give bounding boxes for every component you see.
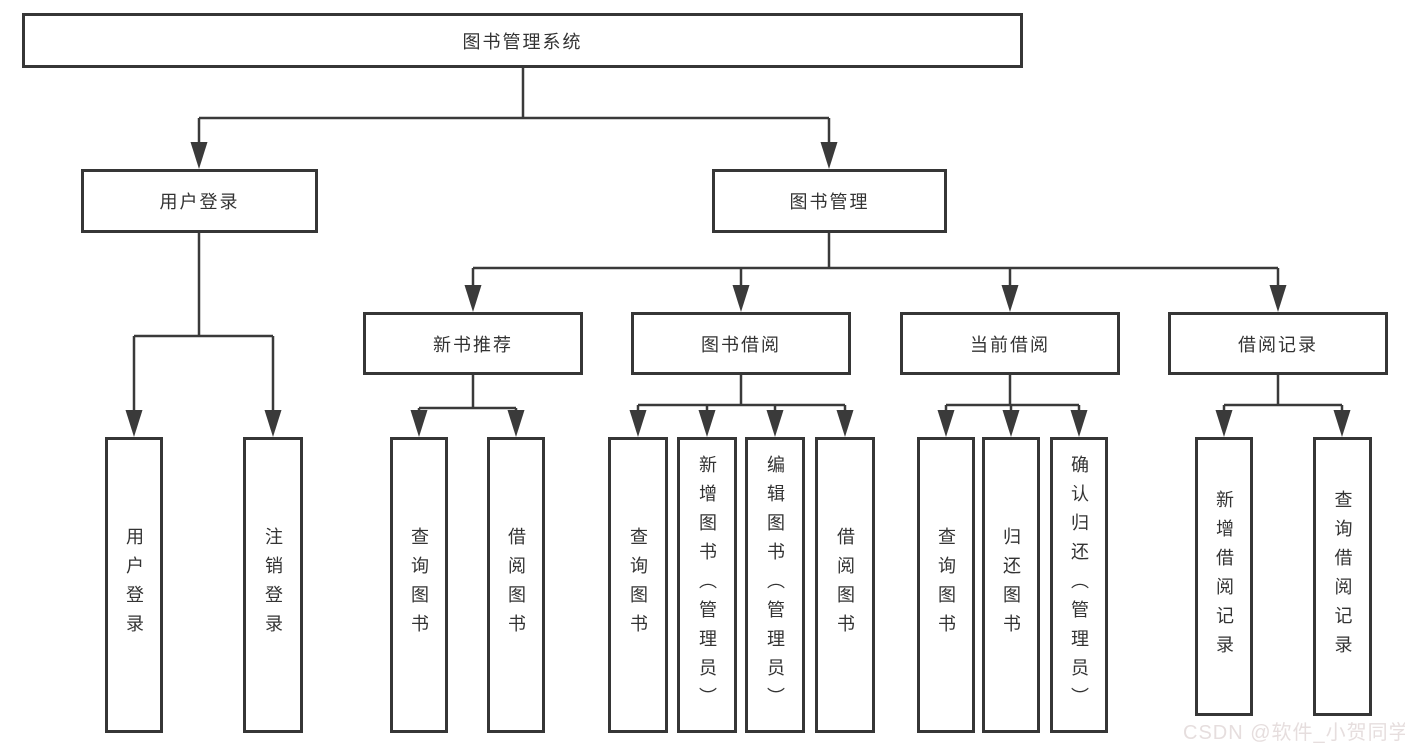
arrow-down-icon <box>1333 410 1351 437</box>
node-current-borrow: 当前借阅 <box>900 312 1120 375</box>
arrow-down-icon <box>629 410 647 437</box>
node-label: 查询图书 <box>628 527 648 643</box>
node-label: 查询图书 <box>936 527 956 643</box>
node-label: 图书管理系统 <box>462 31 583 52</box>
connector-book-management-branch <box>471 233 1280 286</box>
node-label: 借阅图书 <box>506 527 526 643</box>
arrow-down-icon <box>820 142 838 169</box>
arrow-down-icon <box>937 410 955 437</box>
arrow-down-icon <box>698 410 716 437</box>
arrow-down-icon <box>732 285 750 312</box>
arrow-down-icon <box>766 410 784 437</box>
node-label: 用户登录 <box>124 527 144 643</box>
leaf-edit-book-admin: 编辑图书（管理员） <box>745 437 805 733</box>
node-user-login: 用户登录 <box>81 169 318 233</box>
arrow-down-icon <box>464 285 482 312</box>
node-book-borrow: 图书借阅 <box>631 312 851 375</box>
leaf-query-books-current: 查询图书 <box>917 437 975 733</box>
node-label: 新增图书（管理员） <box>697 454 717 716</box>
leaf-user-login: 用户登录 <box>105 437 163 733</box>
leaf-borrow-books-recommend: 借阅图书 <box>487 437 545 733</box>
node-root: 图书管理系统 <box>22 13 1023 68</box>
node-label: 确认归还（管理员） <box>1069 454 1089 716</box>
leaf-query-books-borrow: 查询图书 <box>608 437 668 733</box>
arrow-down-icon <box>1002 410 1020 437</box>
node-new-book-recommend: 新书推荐 <box>363 312 583 375</box>
node-book-management: 图书管理 <box>712 169 947 233</box>
arrow-down-icon <box>1269 285 1287 312</box>
connector-root-to-level2 <box>197 68 831 143</box>
node-label: 注销登录 <box>263 527 283 643</box>
leaf-logout: 注销登录 <box>243 437 303 733</box>
connector-book-borrow-branch <box>636 375 847 411</box>
leaf-add-borrow-record: 新增借阅记录 <box>1195 437 1253 716</box>
arrow-down-icon <box>190 142 208 169</box>
node-label: 图书借阅 <box>701 334 781 355</box>
node-borrow-records: 借阅记录 <box>1168 312 1388 375</box>
node-label: 查询图书 <box>409 527 429 643</box>
node-label: 借阅图书 <box>835 527 855 643</box>
leaf-add-book-admin: 新增图书（管理员） <box>677 437 737 733</box>
arrow-down-icon <box>1215 410 1233 437</box>
leaf-confirm-return-admin: 确认归还（管理员） <box>1050 437 1108 733</box>
node-label: 新书推荐 <box>433 334 513 355</box>
leaf-return-books: 归还图书 <box>982 437 1040 733</box>
arrow-down-icon <box>1001 285 1019 312</box>
connector-user-login-branch <box>132 233 275 411</box>
leaf-borrow-books: 借阅图书 <box>815 437 875 733</box>
node-label: 借阅记录 <box>1238 334 1318 355</box>
csdn-watermark: CSDN @软件_小贺同学 <box>1183 722 1405 744</box>
arrow-down-icon <box>1070 410 1088 437</box>
leaf-query-books-recommend: 查询图书 <box>390 437 448 733</box>
node-label: 编辑图书（管理员） <box>765 454 785 716</box>
node-label: 当前借阅 <box>970 334 1050 355</box>
connector-new-book-branch <box>417 375 518 411</box>
arrow-down-icon <box>836 410 854 437</box>
arrow-down-icon <box>125 410 143 437</box>
leaf-query-borrow-record: 查询借阅记录 <box>1313 437 1372 716</box>
connector-current-borrow-branch <box>944 375 1081 411</box>
node-label: 查询借阅记录 <box>1332 489 1353 664</box>
arrow-down-icon <box>410 410 428 437</box>
arrow-down-icon <box>507 410 525 437</box>
arrow-down-icon <box>264 410 282 437</box>
node-label: 图书管理 <box>789 192 870 212</box>
connector-borrow-records-branch <box>1222 375 1344 411</box>
node-label: 用户登录 <box>159 192 240 212</box>
node-label: 新增借阅记录 <box>1214 489 1234 664</box>
node-label: 归还图书 <box>1001 527 1021 643</box>
